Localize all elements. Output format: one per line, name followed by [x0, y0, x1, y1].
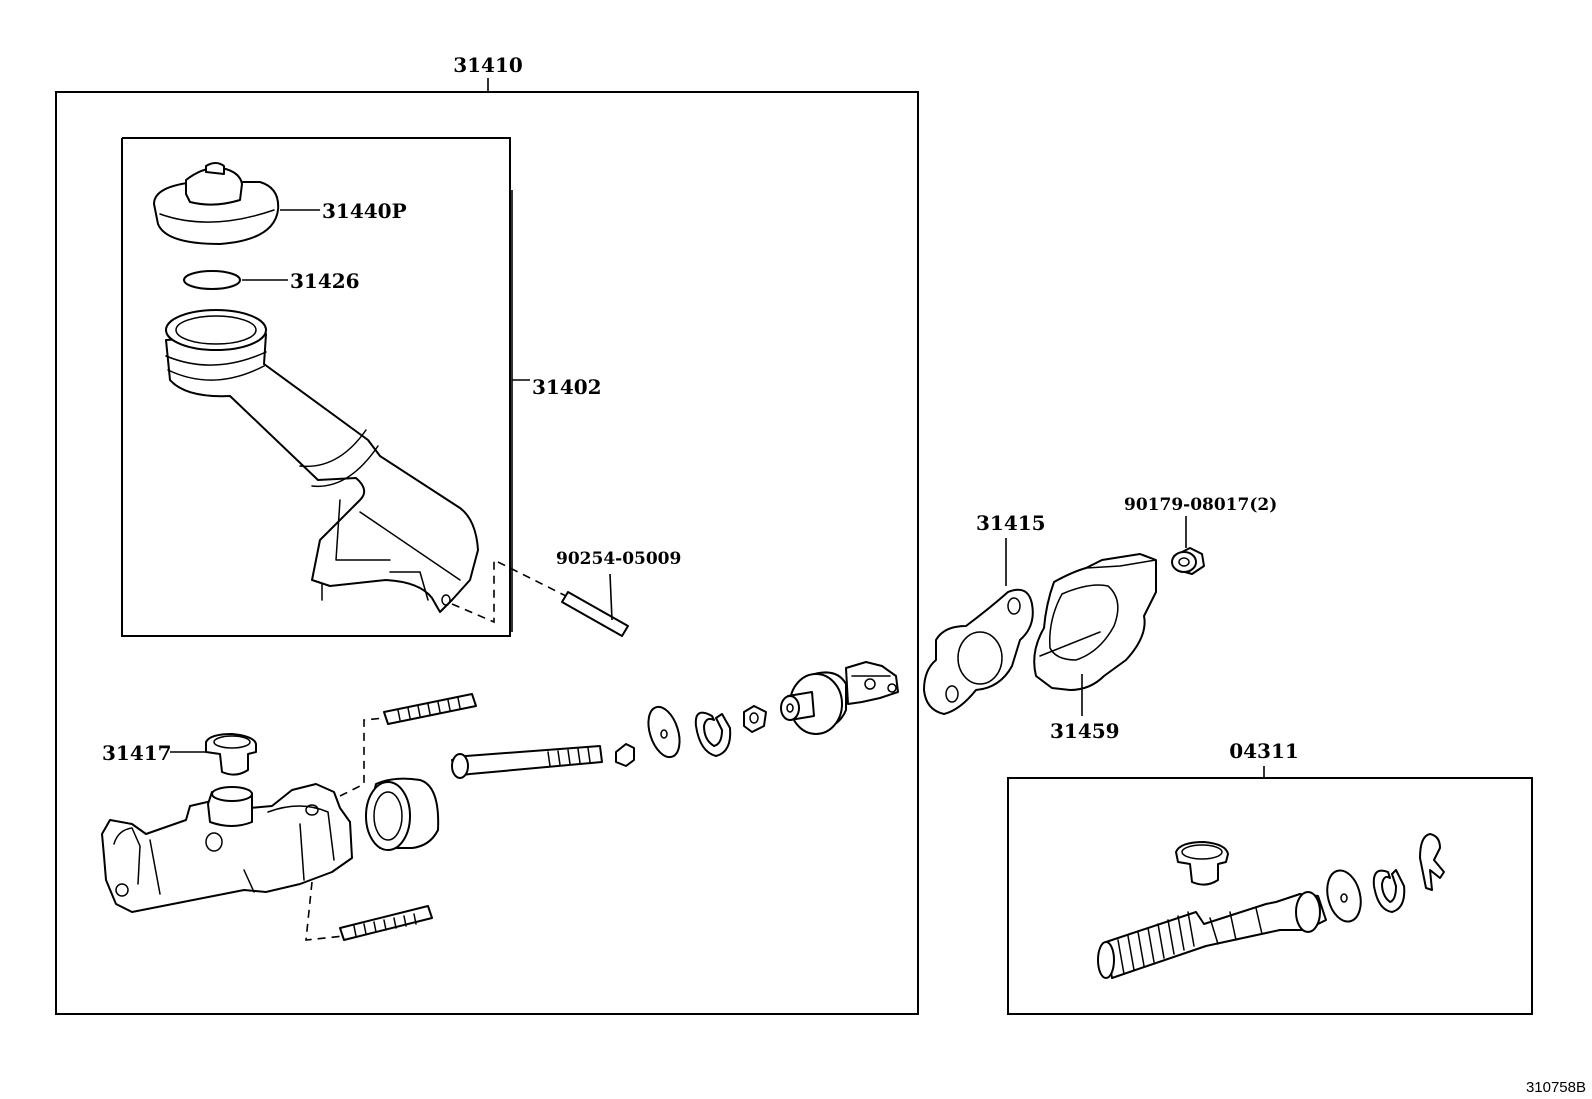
spacer-drawing: 31459 — [1033, 553, 1157, 743]
assembly-31410-group: 31410 — [55, 53, 919, 1015]
label-31410[interactable]: 31410 — [453, 53, 523, 77]
pin-drawing: 90254-05009 — [451, 549, 681, 637]
rod-hardware-drawing — [615, 661, 899, 767]
reservoir-tank-drawing — [165, 309, 479, 613]
cap-gasket-drawing: 31426 — [183, 269, 360, 293]
label-90179-08017[interactable]: 90179-08017(2) — [1124, 495, 1277, 515]
grommet-drawing: 31417 — [102, 733, 257, 776]
label-31459[interactable]: 31459 — [1050, 719, 1120, 743]
reservoir-cap-drawing: 31440P — [153, 162, 407, 245]
studs-drawing — [305, 693, 477, 941]
reservoir-subassembly-group: 31402 — [121, 137, 602, 637]
label-31415[interactable]: 31415 — [976, 511, 1046, 535]
nut-drawing: 90179-08017(2) — [1124, 495, 1277, 575]
cylinder-body-drawing — [101, 783, 353, 913]
label-90254-05009[interactable]: 90254-05009 — [556, 549, 681, 569]
label-31426[interactable]: 31426 — [290, 269, 360, 293]
diagram-ref-code: 310758B — [1526, 1079, 1586, 1096]
repair-kit-frame — [1007, 777, 1533, 1015]
seal-ring-drawing — [365, 777, 440, 851]
push-rod-drawing — [451, 745, 603, 779]
label-31402[interactable]: 31402 — [532, 375, 602, 399]
label-04311[interactable]: 04311 — [1229, 739, 1299, 763]
label-31417[interactable]: 31417 — [102, 741, 172, 765]
label-31440p[interactable]: 31440P — [322, 199, 407, 223]
gasket-plate-drawing: 31415 — [923, 511, 1046, 715]
assembly-frame — [55, 91, 919, 1015]
repair-kit-group: 04311 — [1007, 739, 1533, 1015]
